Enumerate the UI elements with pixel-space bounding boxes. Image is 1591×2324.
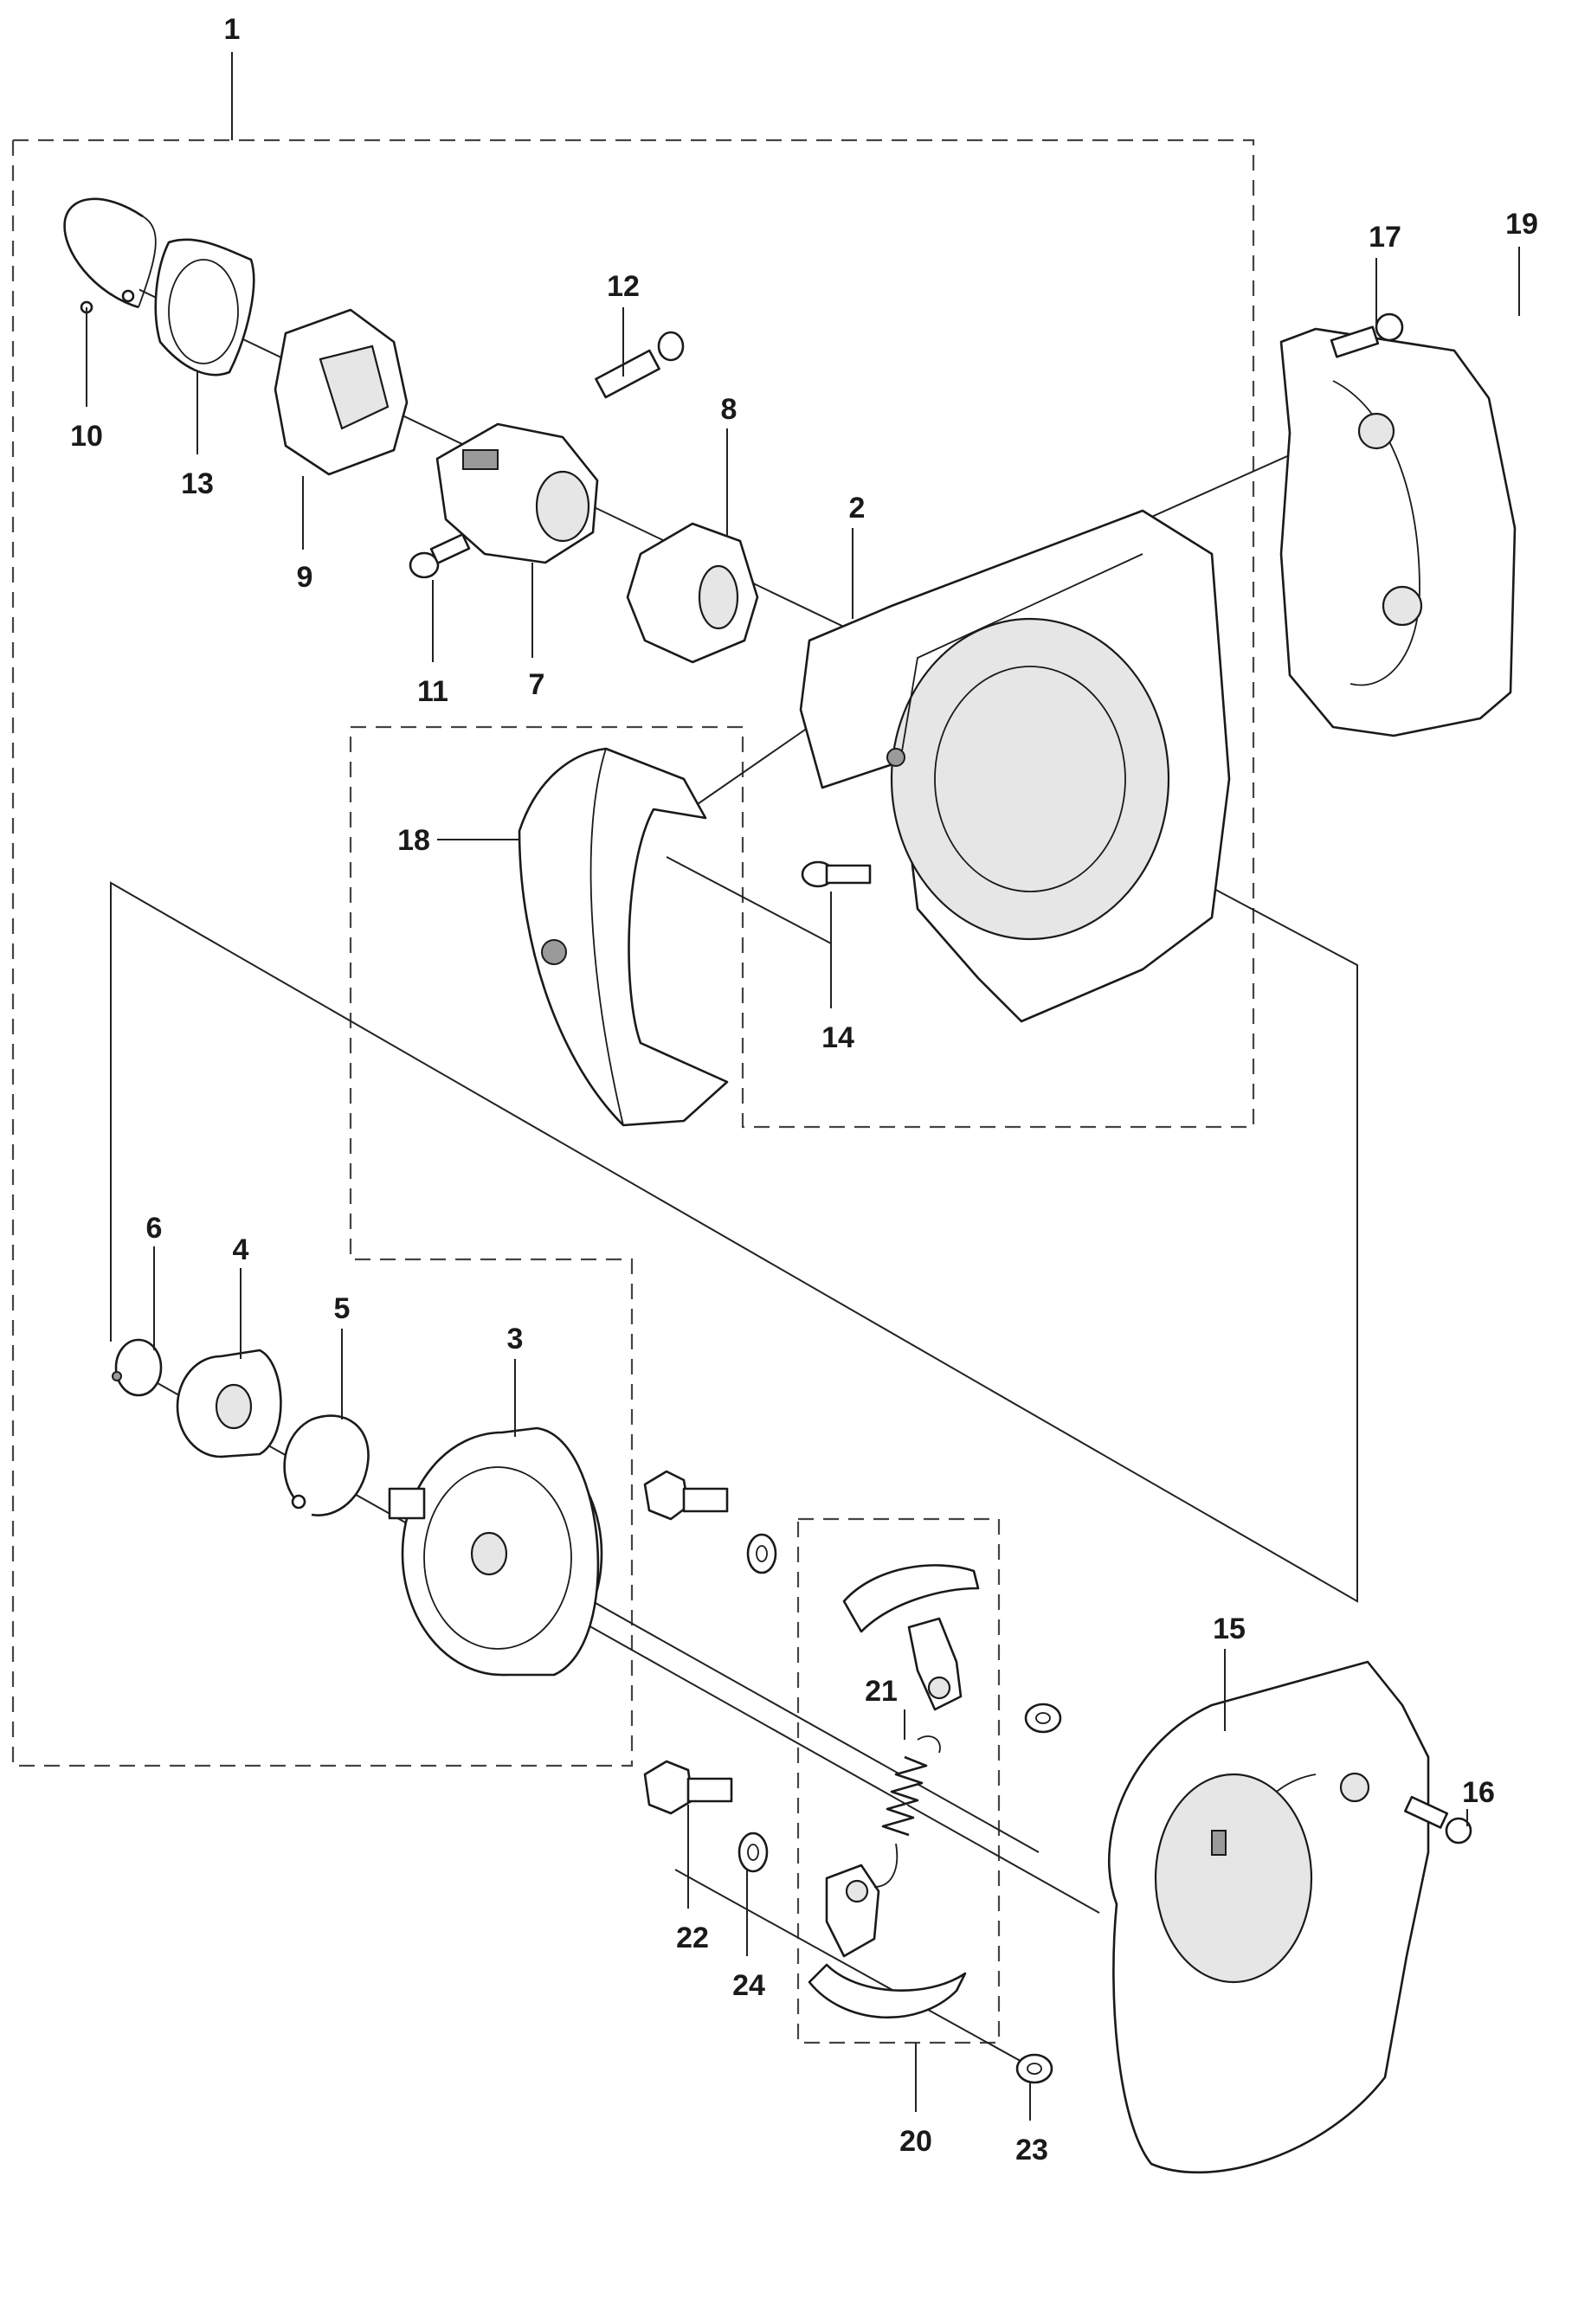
damper-part-8 xyxy=(626,522,759,664)
circlip-part-5 xyxy=(283,1414,370,1516)
callout-18: 18 xyxy=(397,824,430,857)
clutch-shoe-upper-part-20 xyxy=(842,1564,980,1711)
callout-5: 5 xyxy=(334,1292,351,1325)
circlip-part-10 xyxy=(63,197,157,314)
callout-10: 10 xyxy=(70,420,103,453)
washer-part-23 xyxy=(1015,2053,1053,2084)
washer-part-24 xyxy=(738,1832,769,1873)
clutch-shoe-lower-part-20 xyxy=(808,1864,967,2019)
bearing-part-4 xyxy=(176,1349,282,1458)
clutch-cover-part-15 xyxy=(1108,1660,1430,2174)
callout-3: 3 xyxy=(507,1323,524,1355)
callout-6: 6 xyxy=(146,1212,163,1245)
washer-part-23-upper xyxy=(1024,1703,1062,1734)
callout-8: 8 xyxy=(721,393,738,426)
shoulder-bolt-part-22-upper xyxy=(643,1470,729,1521)
cover-part-17 xyxy=(1279,327,1517,737)
retaining-ring-part-6 xyxy=(112,1338,163,1397)
callout-4: 4 xyxy=(233,1233,249,1266)
assembly-group-20-box xyxy=(796,1517,1001,2044)
callout-22: 22 xyxy=(676,1922,709,1954)
assembly-group-1-box xyxy=(11,138,1255,1767)
coupling-part-7 xyxy=(435,422,599,564)
callout-24: 24 xyxy=(732,1969,765,2002)
callout-2: 2 xyxy=(849,492,866,525)
callout-7: 7 xyxy=(529,668,545,701)
callout-13: 13 xyxy=(181,467,214,500)
callout-16: 16 xyxy=(1462,1776,1495,1809)
callout-9: 9 xyxy=(297,561,313,594)
shroud-part-18 xyxy=(518,747,729,1127)
screw-part-16 xyxy=(1404,1795,1472,1844)
callout-leader-lines xyxy=(86,52,1520,2121)
spring-part-21 xyxy=(873,1735,941,1888)
clutch-drum-part-3 xyxy=(388,1426,603,1677)
screw-part-11 xyxy=(409,533,471,579)
callout-19: 19 xyxy=(1505,208,1538,241)
screw-part-12 xyxy=(595,331,685,399)
callout-21: 21 xyxy=(865,1675,898,1708)
shoulder-bolt-part-22 xyxy=(643,1760,733,1815)
screw-part-19 xyxy=(1330,312,1404,358)
crankcase-housing-part-2 xyxy=(799,509,1231,1023)
housing-part-9 xyxy=(274,308,409,476)
bolt-part-14 xyxy=(801,860,872,888)
callout-14: 14 xyxy=(821,1021,854,1054)
callout-15: 15 xyxy=(1213,1613,1246,1645)
callout-1: 1 xyxy=(224,13,241,46)
callout-12: 12 xyxy=(607,270,640,303)
callout-11: 11 xyxy=(417,675,448,708)
washer-part-24-upper xyxy=(746,1533,777,1574)
callout-20: 20 xyxy=(899,2125,932,2158)
callout-23: 23 xyxy=(1015,2134,1048,2166)
callout-17: 17 xyxy=(1369,221,1401,254)
gasket-part-13 xyxy=(154,238,255,377)
callouts: 1 2 3 4 5 6 7 8 9 10 11 12 13 14 15 16 1… xyxy=(70,13,1538,2166)
